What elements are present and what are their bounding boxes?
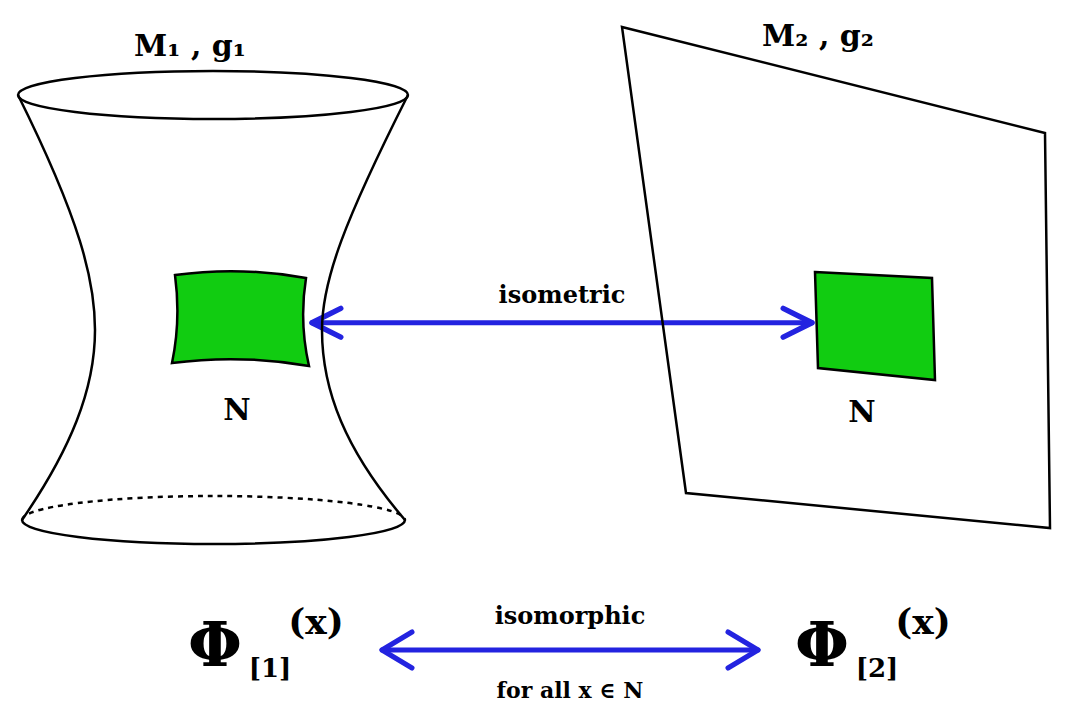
condition-note: for all x ∈ N (497, 679, 644, 701)
region-patch-outline (170, 268, 312, 370)
manifold-label: M₁ , g₁ (134, 31, 246, 61)
region-label: N (223, 395, 250, 425)
hyperboloid-surface: M₁ , g₁ N (15, 18, 415, 538)
arrow-shaft (382, 648, 758, 653)
relation-label: isomorphic (495, 604, 646, 628)
arrow-head (728, 632, 758, 668)
field-symbol: Φ (795, 614, 849, 676)
region-label: N (848, 397, 875, 427)
hyperboloid-surface-stroke (18, 71, 408, 119)
region-patch-stroke (172, 271, 309, 366)
region-patch-stroke (815, 272, 935, 380)
region-patch: N (812, 270, 938, 383)
flat-plane: M₂ , g₂ N (615, 10, 1057, 538)
relation-label: isometric (499, 283, 626, 307)
flat-plane-stroke (622, 27, 1050, 528)
hyperboloid-surface-stroke (18, 95, 95, 520)
manifold-label: M₂ , g₂ (762, 21, 874, 51)
field-symbol: Φ (188, 614, 242, 676)
region-patch-outline (812, 270, 938, 383)
field-index: [1] (249, 655, 292, 681)
hyperboloid-surface-stroke (22, 496, 405, 520)
isometry-arrow (312, 320, 812, 325)
field-index: [2] (856, 655, 899, 681)
hyperboloid-surface-stroke (22, 520, 405, 544)
field-argument: (x) (895, 603, 951, 639)
hyperboloid-surface-stroke (322, 95, 408, 520)
isomorphic-arrow (382, 632, 758, 668)
region-patch: N (170, 268, 312, 370)
arrow-head (382, 632, 412, 668)
field-argument: (x) (288, 603, 344, 639)
